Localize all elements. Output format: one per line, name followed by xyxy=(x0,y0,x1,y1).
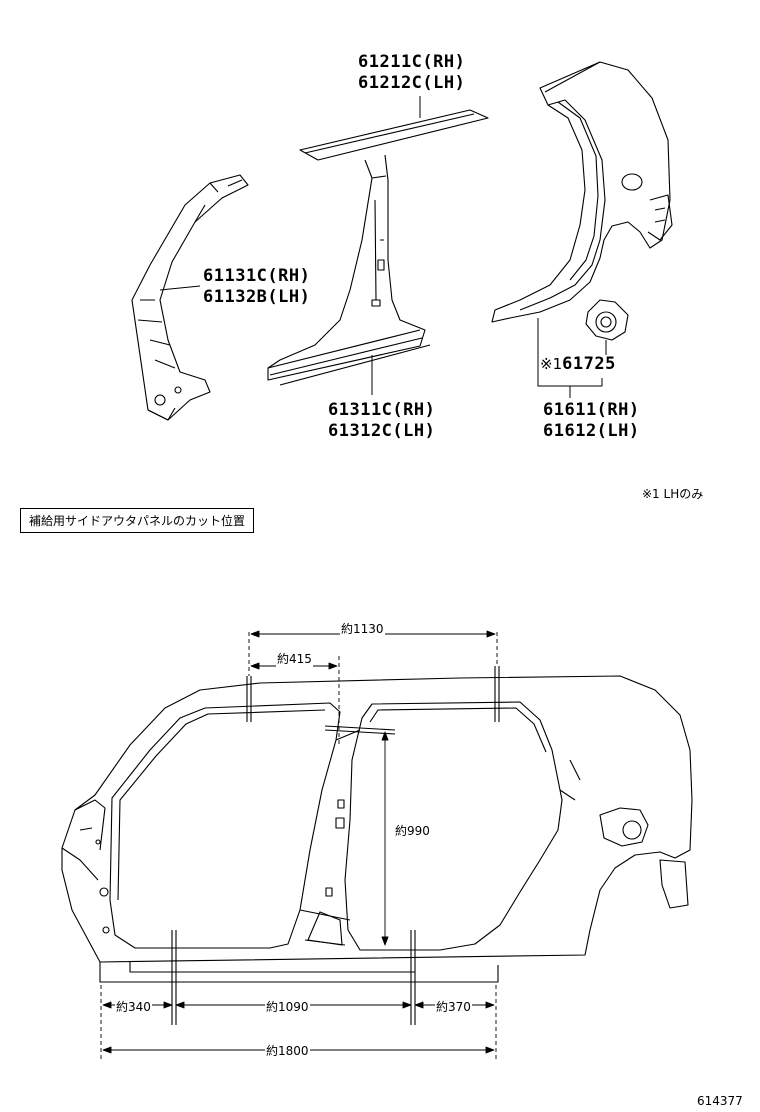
fuel-lid-code: 61725 xyxy=(562,354,616,374)
upper-rail-rh-label: 61211C(RH) xyxy=(358,52,466,72)
dim-340: 約340 xyxy=(115,998,152,1015)
front-pillar-rh-label: 61131C(RH) xyxy=(203,266,311,286)
quarter-panel-rh-label: 61611(RH) xyxy=(543,400,640,420)
dim-1130: 約1130 xyxy=(340,620,385,637)
dim-1800: 約1800 xyxy=(265,1042,310,1059)
quarter-panel-leader xyxy=(537,318,603,387)
center-pillar-part xyxy=(267,109,489,386)
center-pillar-lh-label: 61312C(LH) xyxy=(328,421,436,441)
cut-lines xyxy=(171,666,500,1025)
dim-1090: 約1090 xyxy=(265,998,310,1015)
front-pillar-part xyxy=(131,174,249,421)
lh-only-note: ※1 LHのみ xyxy=(642,487,704,501)
figure-number: 614377 xyxy=(697,1094,743,1108)
dim-370: 約370 xyxy=(435,998,472,1015)
dim-415: 約415 xyxy=(276,650,313,667)
dim-990: 約990 xyxy=(394,822,431,839)
front-pillar-lh-label: 61132B(LH) xyxy=(203,287,311,307)
quarter-panel-lh-label: 61612(LH) xyxy=(543,421,640,441)
front-pillar-leader xyxy=(159,285,201,291)
center-pillar-rh-label: 61311C(RH) xyxy=(328,400,436,420)
fuel-lid-label: ※161725 xyxy=(540,354,616,375)
cut-position-caption: 補給用サイドアウタパネルのカット位置 xyxy=(20,508,255,533)
side-view-body xyxy=(61,675,693,983)
quarter-panel-part xyxy=(491,61,673,323)
fuel-lid-mark: ※1 xyxy=(540,355,563,373)
fuel-lid-part xyxy=(585,299,629,341)
upper-rail-lh-label: 61212C(LH) xyxy=(358,73,466,93)
dimension-lines xyxy=(100,630,498,1060)
